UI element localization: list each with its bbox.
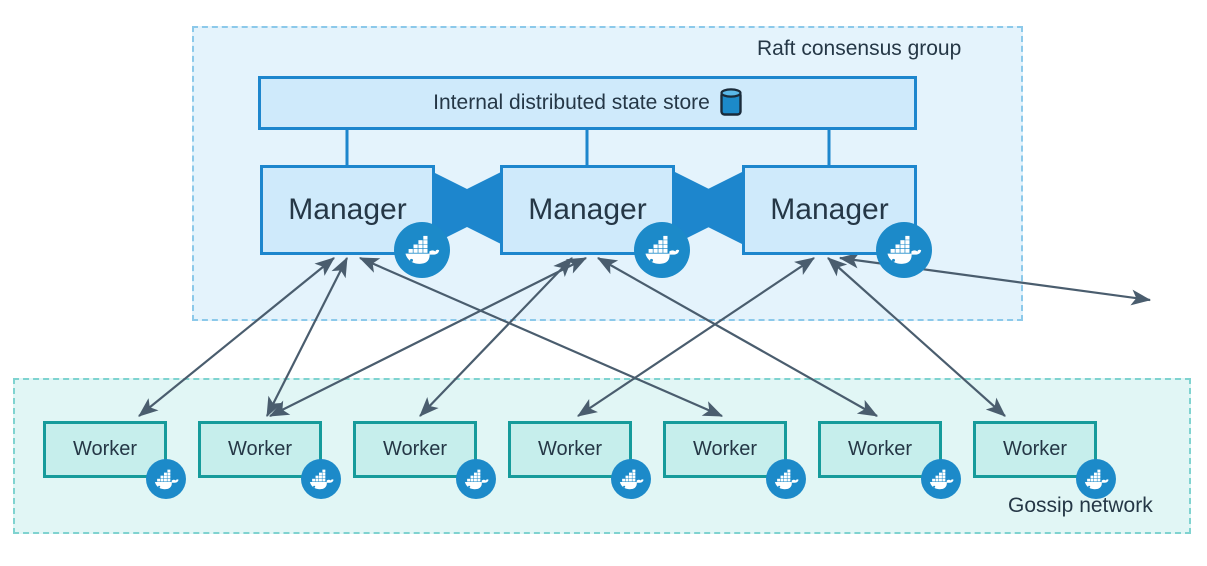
manager-label-3: Manager [770,193,889,226]
manager-label-2: Manager [528,193,647,226]
worker-node-4[interactable]: Worker [508,421,632,478]
raft-group-label: Raft consensus group [757,37,962,60]
internal-state-store-node[interactable]: Internal distributed state store [258,76,917,130]
docker-whale-icon-worker-7 [1076,459,1116,499]
worker-label-3: Worker [382,438,448,460]
docker-whale-icon-manager-3 [876,222,932,278]
docker-whale-icon-worker-2 [301,459,341,499]
worker-node-5[interactable]: Worker [663,421,787,478]
database-icon [720,88,742,118]
manager-label-1: Manager [288,193,407,226]
worker-label-4: Worker [537,438,603,460]
docker-whale-icon-worker-4 [611,459,651,499]
worker-node-6[interactable]: Worker [818,421,942,478]
worker-node-3[interactable]: Worker [353,421,477,478]
docker-whale-icon-worker-5 [766,459,806,499]
worker-label-5: Worker [692,438,758,460]
docker-whale-icon-worker-1 [146,459,186,499]
gossip-group-label: Gossip network [1008,494,1153,517]
docker-whale-icon-worker-3 [456,459,496,499]
docker-whale-icon-worker-6 [921,459,961,499]
state-store-label: Internal distributed state store [433,91,710,114]
worker-label-6: Worker [847,438,913,460]
manager-node-2[interactable]: Manager [500,165,675,255]
worker-node-2[interactable]: Worker [198,421,322,478]
docker-whale-icon-manager-2 [634,222,690,278]
worker-node-7[interactable]: Worker [973,421,1097,478]
worker-label-1: Worker [72,438,138,460]
docker-whale-icon-manager-1 [394,222,450,278]
worker-label-2: Worker [227,438,293,460]
worker-label-7: Worker [1002,438,1068,460]
worker-node-1[interactable]: Worker [43,421,167,478]
